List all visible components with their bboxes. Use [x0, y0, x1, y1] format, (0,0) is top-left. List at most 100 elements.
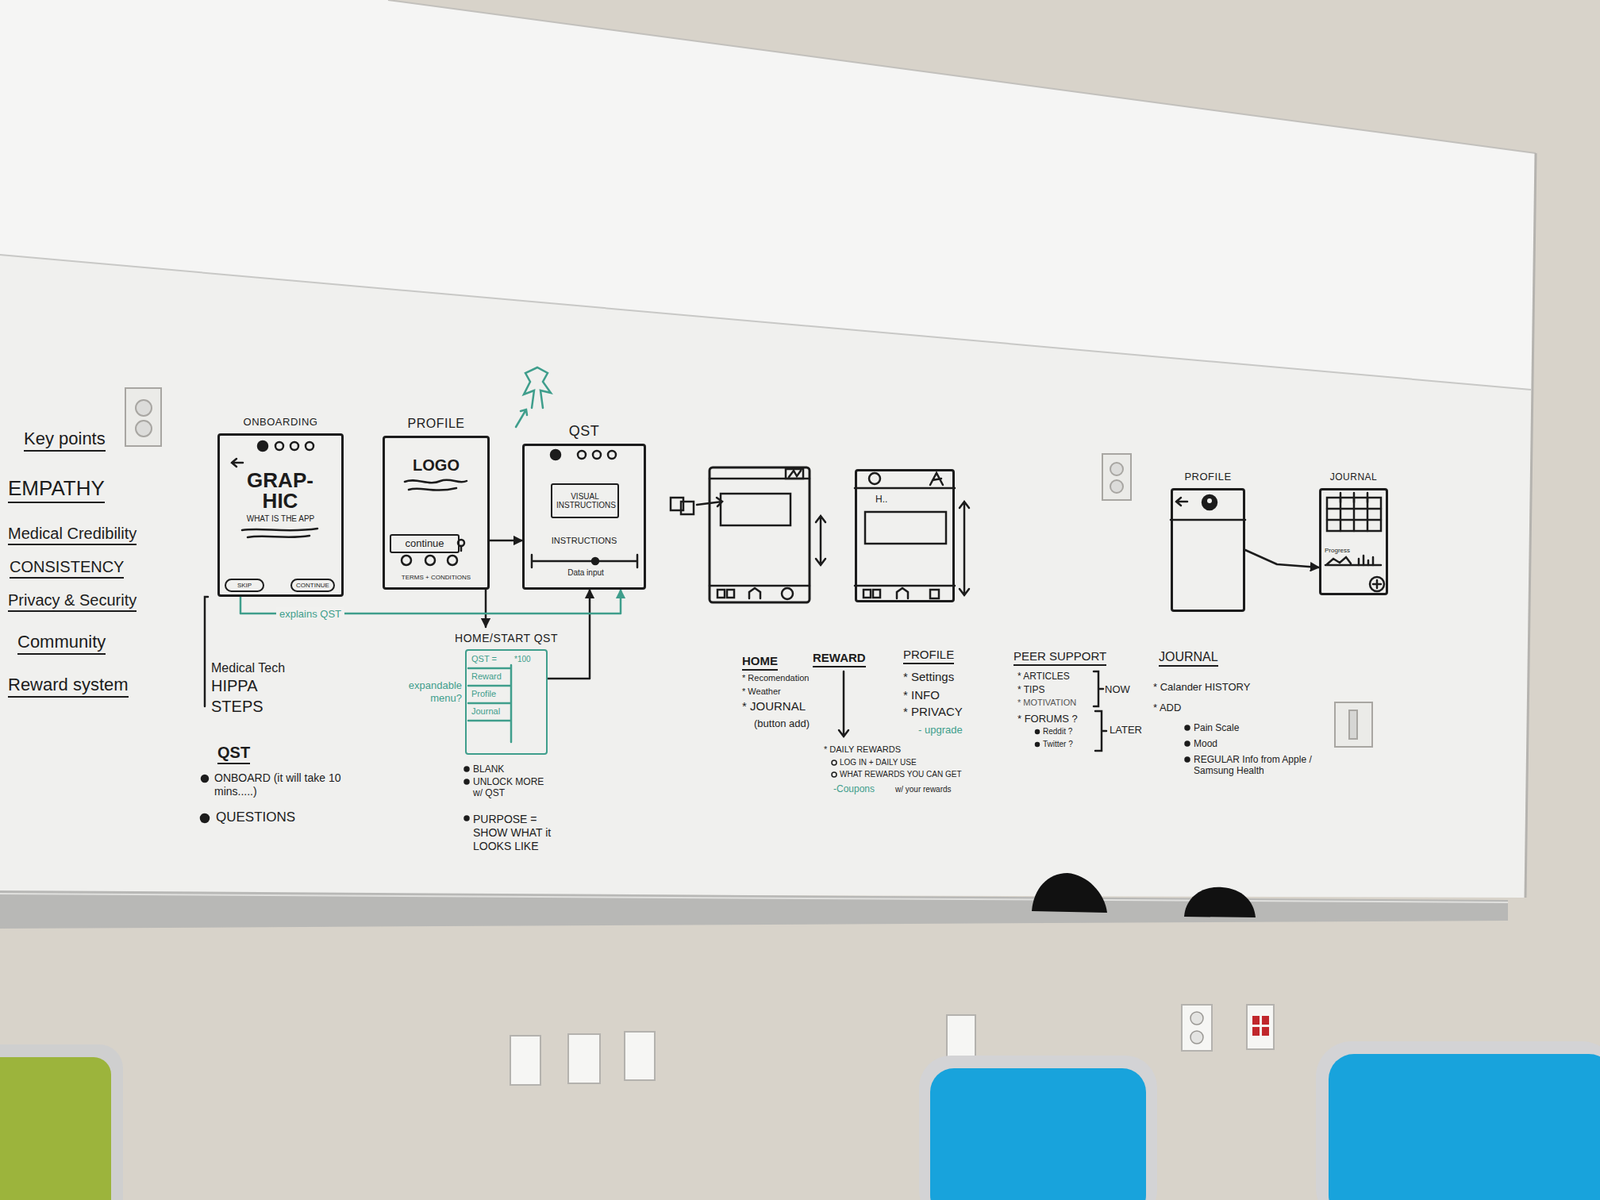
underlined-note: REWARD — [812, 650, 866, 668]
screen-text: *100 — [514, 654, 547, 665]
marker-tray — [0, 893, 1508, 903]
red-jack — [1261, 1015, 1270, 1025]
note-text: ONBOARD (it will take 10 mins.....) — [214, 771, 370, 799]
sketch-detail — [781, 588, 793, 600]
outlet-face — [1190, 1011, 1204, 1044]
underlined-note: Reward system — [7, 674, 129, 698]
inner-box: VISUAL INSTRUCTIONS — [550, 483, 620, 519]
note-text: PURPOSE = SHOW WHAT it LOOKS LIKE — [473, 812, 573, 853]
blue-chair — [919, 1055, 1158, 1200]
screen-text: TERMS + CONDITIONS — [382, 573, 490, 581]
phone-screen: HOME/START QSTQST =*100RewardProfileJour… — [465, 626, 548, 755]
sketch-detail — [1035, 730, 1039, 734]
note-text: * INFO — [903, 688, 940, 703]
sketch-detail — [465, 767, 470, 772]
note-text: UNLOCK MORE w/ QST — [473, 776, 553, 800]
sketch-detail — [275, 442, 284, 450]
sketch-detail — [425, 555, 435, 566]
sketch-detail — [869, 473, 881, 485]
note-text: (button add) — [753, 717, 810, 731]
outlet-face — [1190, 1011, 1204, 1025]
red-jack — [1261, 1026, 1270, 1036]
sketch-detail — [1176, 497, 1188, 506]
sketch-detail — [305, 442, 314, 450]
phone-screen: JOURNALProgress — [1319, 465, 1389, 596]
node-text: VISUAL INSTRUCTIONS — [556, 492, 614, 511]
sketch-detail — [785, 469, 804, 479]
phone-screen: PROFILE — [1170, 465, 1246, 612]
screen-heading: PROFILE — [407, 416, 466, 431]
screen-heading: ONBOARDING — [243, 416, 319, 429]
screen-text: WHAT IS THE APP — [217, 514, 344, 524]
phone-screen: QSTINSTRUCTIONSData inputVISUAL INSTRUCT… — [522, 418, 647, 590]
phone-screen: ONBOARDINGGRAP- HICWHAT IS THE APPSKIPCO… — [217, 409, 344, 597]
note-text: STEPS — [211, 696, 264, 716]
wall-plate — [510, 1004, 1274, 1085]
note-text: * TIPS — [1017, 684, 1045, 696]
connector — [484, 589, 488, 627]
underlined-note: Privacy & Security — [7, 590, 137, 612]
screen-text: Reward — [471, 671, 510, 682]
green-sketch — [515, 409, 527, 427]
sketch-detail — [831, 760, 837, 766]
sketch-detail — [401, 555, 412, 566]
sketch-detail — [815, 515, 826, 566]
sketch-detail — [930, 473, 943, 485]
screen-text: Profile — [471, 688, 510, 700]
green-chair — [0, 1057, 112, 1200]
screen-text: Journal — [471, 706, 510, 717]
board-outlet — [1110, 462, 1124, 476]
sketch-detail — [1358, 555, 1374, 566]
sketch-detail — [831, 772, 837, 777]
phone-screen: H.. — [854, 469, 955, 603]
green-sketch — [468, 367, 551, 743]
sketch-detail — [1035, 742, 1039, 747]
sketch-detail — [290, 442, 299, 450]
connector — [489, 539, 523, 543]
underlined-note: HOME — [742, 653, 778, 671]
sketch-detail — [592, 557, 599, 565]
underlined-note: Key points — [23, 428, 106, 452]
sketch-detail — [447, 555, 458, 566]
sketch-detail — [550, 450, 561, 460]
board-outlet — [1110, 480, 1124, 493]
sketch-detail — [1185, 742, 1190, 747]
sketch-detail — [959, 501, 970, 596]
note-text: * DAILY REWARDS — [823, 744, 901, 755]
sketch-detail — [788, 470, 801, 477]
sketch-detail — [1093, 671, 1104, 707]
underlined-note: Medical Credibility — [7, 523, 137, 546]
note-text: NOW — [1104, 683, 1131, 697]
note-text: REGULAR Info from Apple / Samsung Health — [1193, 753, 1345, 777]
note-text: -Coupons — [833, 783, 875, 795]
green-sketch — [523, 367, 551, 408]
wall-plate — [1181, 1004, 1212, 1051]
screen-heading: QST — [569, 423, 600, 440]
edge-label: explains QST — [276, 607, 345, 620]
blue-chair — [930, 1068, 1147, 1200]
note-text: Medical Tech — [211, 660, 285, 676]
sketch-detail — [1373, 580, 1381, 589]
board-outlet — [135, 400, 152, 416]
sketch-detail — [854, 584, 955, 588]
sketch-detail — [257, 441, 268, 451]
sketch-detail — [1326, 497, 1381, 531]
screen-text: Progress — [1324, 546, 1373, 554]
sketch-detail — [408, 488, 457, 491]
sketch-detail — [200, 441, 1385, 823]
underlined-note: JOURNAL — [1158, 649, 1219, 667]
connector — [1245, 550, 1320, 568]
note-text: * MOTIVATION — [1017, 697, 1077, 708]
phone-frame — [854, 469, 955, 603]
note-text: * Calander HISTORY — [1153, 680, 1250, 694]
sketch-detail — [838, 671, 849, 737]
sketch-detail — [865, 511, 947, 544]
sketch-detail — [896, 588, 908, 599]
note-text: w/ your rewards — [895, 784, 952, 795]
blue-chair — [1315, 1041, 1600, 1200]
sketch-detail — [930, 589, 939, 599]
screen-heading: PROFILE — [1184, 471, 1231, 484]
sketch-detail — [460, 546, 463, 551]
wall-plate — [624, 1031, 655, 1081]
underlined-note: CONSISTENCY — [9, 557, 124, 579]
